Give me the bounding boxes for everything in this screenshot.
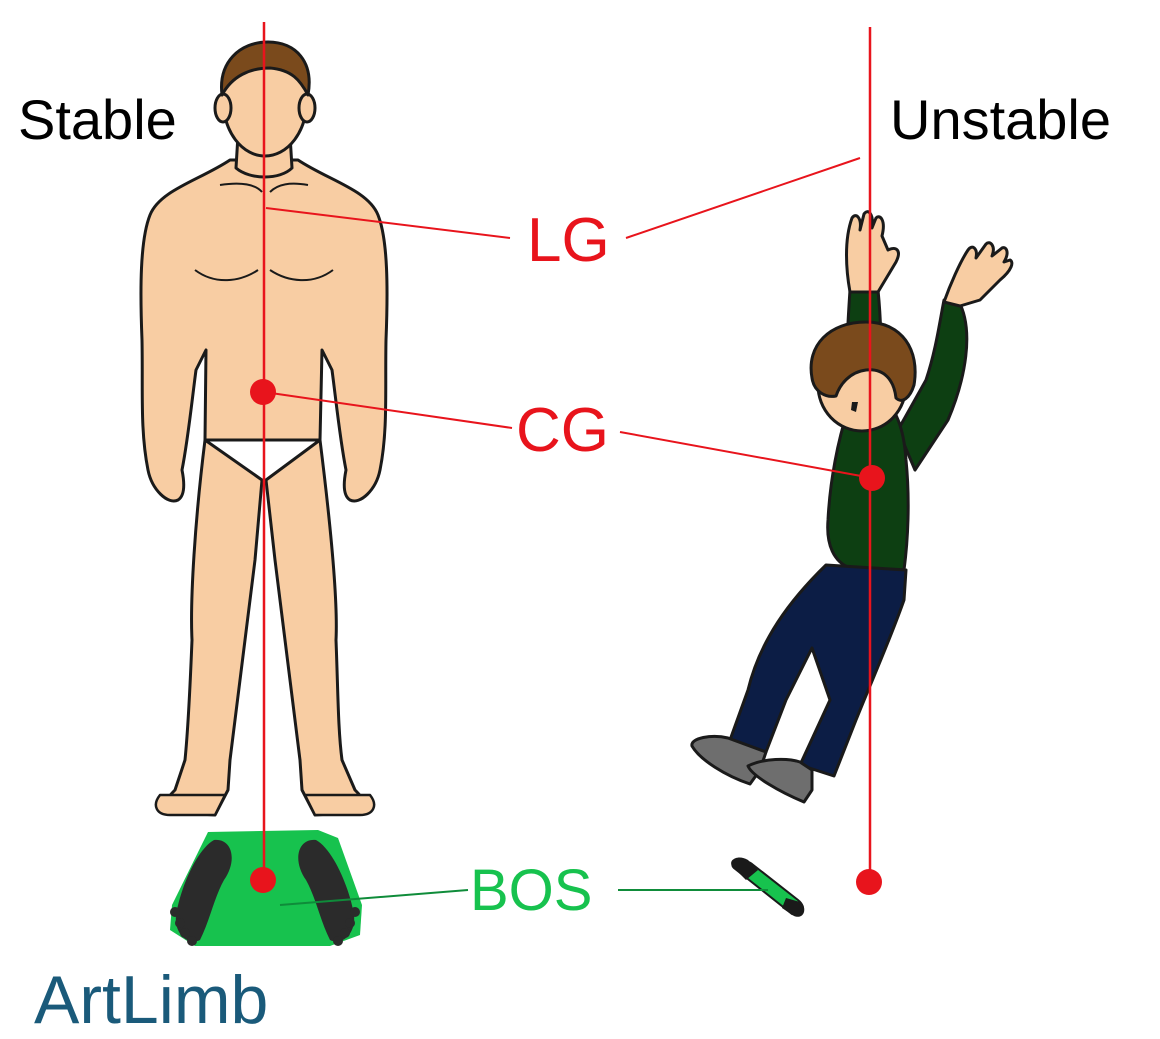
boy-left-hand xyxy=(847,212,899,292)
boy-right-shoe xyxy=(748,759,812,802)
boy-trousers xyxy=(730,565,906,776)
boy-right-hand xyxy=(944,243,1012,306)
center-of-gravity-label: CG xyxy=(516,400,609,462)
lg-leader-right xyxy=(626,158,860,238)
brand-logo-text: ArtLimb xyxy=(34,966,268,1034)
man-left-ear xyxy=(215,94,231,122)
base-of-support-label: BOS xyxy=(470,862,593,920)
man-right-ear xyxy=(299,94,315,122)
cg-leader-right xyxy=(620,432,872,478)
unstable-label: Unstable xyxy=(890,92,1111,148)
unstable-base-of-support xyxy=(731,858,804,917)
unstable-center-of-gravity xyxy=(859,465,885,491)
stable-gravity-projection xyxy=(250,867,276,893)
line-of-gravity-label: LG xyxy=(527,210,610,272)
unstable-toe xyxy=(782,898,804,917)
stable-label: Stable xyxy=(18,92,177,148)
stable-center-of-gravity xyxy=(250,379,276,405)
falling-boy-figure xyxy=(692,212,1012,802)
unstable-gravity-projection xyxy=(856,869,882,895)
